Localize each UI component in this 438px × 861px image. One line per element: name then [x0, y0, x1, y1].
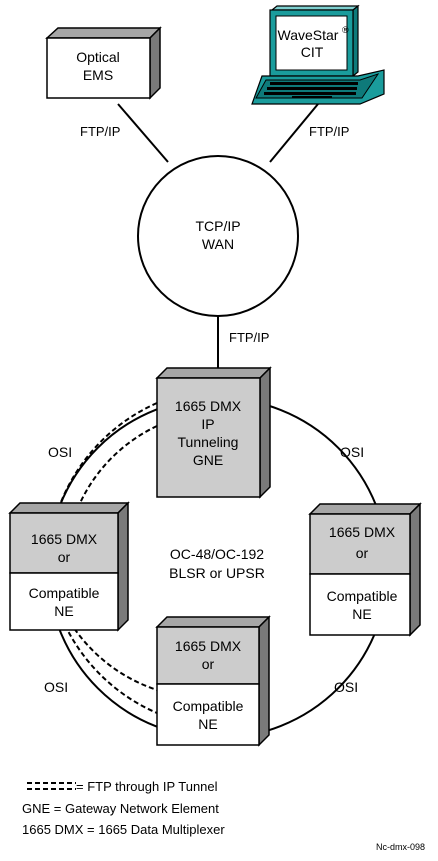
wan-cloud [137, 155, 299, 317]
optical-ems-node: Optical EMS [45, 26, 162, 100]
osi-label-top-left: OSI [48, 444, 72, 460]
link-cit-wan-label: FTP/IP [309, 124, 349, 139]
legend-dashed-symbol [27, 782, 76, 790]
left-ne-top-2: or [58, 549, 71, 565]
right-ne-bottom-1: Compatible [327, 588, 398, 604]
right-ne-top-1: 1665 DMX [329, 524, 396, 540]
link-ems-wan-label: FTP/IP [80, 124, 120, 139]
legend-item-gne: GNE = Gateway Network Element [22, 801, 219, 816]
right-ne-node: 1665 DMX or Compatible NE [308, 502, 422, 637]
legend-item-ftp-tunnel: = FTP through IP Tunnel [76, 779, 218, 794]
cit-registered-mark: ® [342, 25, 349, 35]
legend-item-dmx: 1665 DMX = 1665 Data Multiplexer [22, 822, 225, 837]
ip-tunnel-upper-inner [76, 425, 158, 511]
bottom-ne-top-1: 1665 DMX [175, 638, 242, 654]
right-ne-bottom-2: NE [352, 606, 371, 622]
osi-label-bottom-left: OSI [44, 679, 68, 695]
gne-label-2: IP [201, 416, 214, 432]
ring-label-1: OC-48/OC-192 [170, 546, 264, 562]
cit-label-2: CIT [301, 44, 324, 60]
ip-tunnel-lower-outer [64, 624, 158, 714]
ring-label-2: BLSR or UPSR [169, 565, 265, 581]
gne-node: 1665 DMX IP Tunneling GNE [155, 366, 272, 499]
osi-label-bottom-right: OSI [334, 679, 358, 695]
bottom-ne-top-2: or [202, 656, 215, 672]
wavestar-cit-laptop: WaveStar ® CIT [251, 4, 385, 105]
link-ems-wan [117, 103, 169, 163]
bottom-ne-bottom-2: NE [198, 716, 217, 732]
gne-label-4: GNE [193, 452, 223, 468]
bottom-ne-bottom-1: Compatible [173, 698, 244, 714]
link-cit-wan [269, 103, 319, 163]
left-ne-node: 1665 DMX or Compatible NE [8, 501, 130, 632]
wan-label-1: TCP/IP [195, 218, 240, 234]
cit-keyboard [264, 82, 358, 98]
right-ne-top-2: or [356, 545, 369, 561]
cit-label-1: WaveStar [278, 27, 339, 43]
gne-label-3: Tunneling [178, 434, 239, 450]
ip-tunnel-upper-outer [57, 402, 158, 511]
link-wan-gne-label: FTP/IP [229, 330, 269, 345]
left-ne-top-1: 1665 DMX [31, 531, 98, 547]
gne-label-1: 1665 DMX [175, 398, 242, 414]
figure-reference: Nc-dmx-098 [376, 842, 426, 852]
wan-label-2: WAN [202, 236, 234, 252]
osi-label-top-right: OSI [340, 444, 364, 460]
left-ne-bottom-2: NE [54, 603, 73, 619]
optical-ems-label-1: Optical [76, 49, 120, 65]
ip-tunnel-lower-inner [69, 621, 158, 691]
optical-ems-label-2: EMS [83, 67, 113, 83]
bottom-ne-node: 1665 DMX or Compatible NE [155, 615, 271, 747]
left-ne-bottom-1: Compatible [29, 585, 100, 601]
